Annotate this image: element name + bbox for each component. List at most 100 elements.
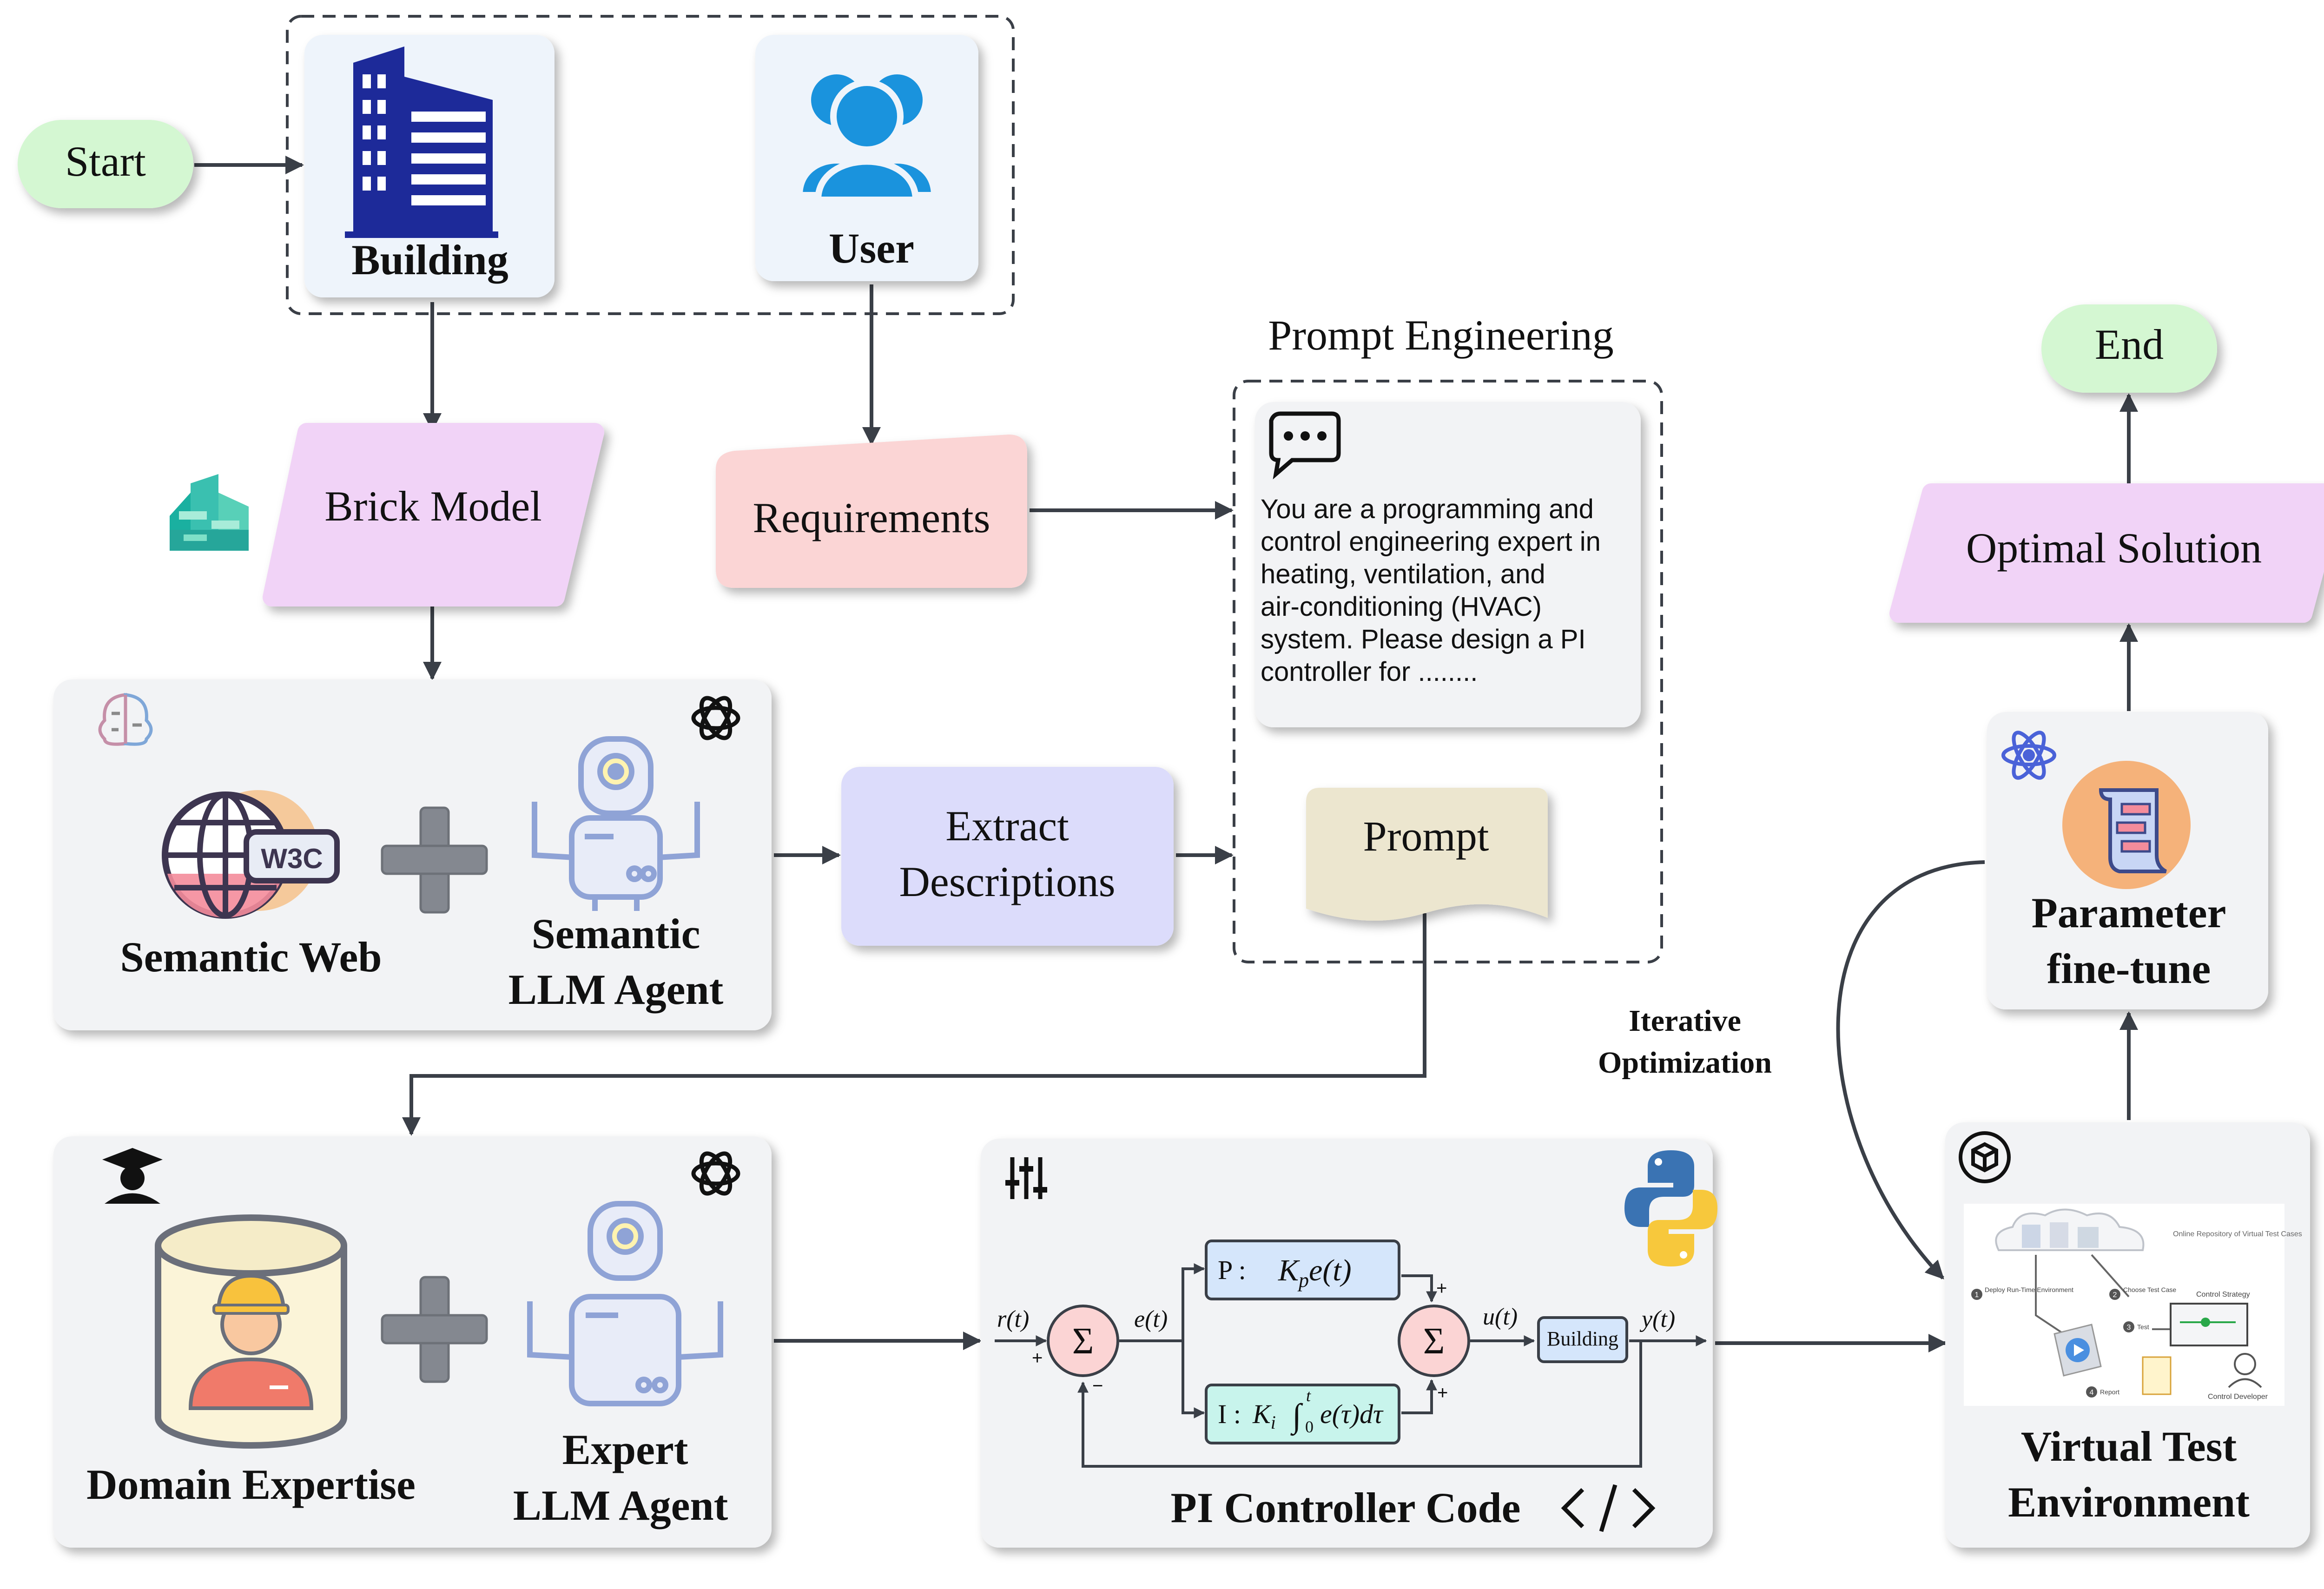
prompt-text-card <box>1255 402 1641 727</box>
u-signal: u(t) <box>1483 1304 1518 1330</box>
prompt-label: Prompt <box>1363 812 1489 860</box>
i-label: I : <box>1218 1399 1241 1429</box>
i-expression: Ki <box>1252 1399 1276 1433</box>
database-expert-icon <box>155 1214 347 1449</box>
e-signal: e(t) <box>1134 1306 1168 1332</box>
end-node <box>2041 304 2217 393</box>
settings-scroll-icon <box>2062 761 2191 889</box>
finetune-label-2: fine-tune <box>2047 945 2211 992</box>
domain-expertise-label: Domain Expertise <box>86 1461 416 1508</box>
requirements-node <box>716 435 1027 588</box>
start-node <box>18 120 193 208</box>
vte-n2: 2 <box>2113 1291 2117 1299</box>
brick-logo <box>170 474 249 551</box>
user-label: User <box>829 224 914 272</box>
prompt-text-body: You are a programming and control engine… <box>1261 494 1601 687</box>
p-label: P : <box>1218 1255 1246 1285</box>
requirements-label: Requirements <box>753 494 990 541</box>
vte-step3: Test <box>2137 1323 2149 1331</box>
iterative-optimization-curve <box>1836 860 1985 1279</box>
vte-label-1: Virtual Test <box>2021 1423 2237 1470</box>
plus-sign-2: + <box>1436 1278 1447 1299</box>
plus-icon <box>381 806 488 914</box>
end-label: End <box>2095 321 2164 368</box>
users-icon <box>796 68 938 203</box>
brain-icon <box>98 693 153 746</box>
vte-step1: Deploy Run-Time Environment <box>1985 1286 2073 1293</box>
atom-icon <box>2001 731 2056 780</box>
minus-sign-1: − <box>1092 1376 1103 1396</box>
prompt-document <box>1306 788 1548 921</box>
prompt-engineering-title: Prompt Engineering <box>1268 311 1614 359</box>
iterative-label-1: Iterative <box>1629 1004 1741 1038</box>
expert-agent-label-2: LLM Agent <box>513 1482 728 1529</box>
p-block: P : Kpe(t) <box>1205 1240 1400 1300</box>
pi-block-diagram <box>995 1263 1707 1468</box>
openai-icon <box>691 696 740 740</box>
extract-label-2: Descriptions <box>899 858 1115 905</box>
plant-block: Building <box>1537 1316 1628 1363</box>
plant-label: Building <box>1547 1327 1618 1350</box>
connectors <box>194 156 2138 1352</box>
i-block: I : Ki ∫ t 0 e(τ)dτ <box>1205 1384 1400 1444</box>
prompt-line: control engineering expert in <box>1261 527 1601 557</box>
extract-label-1: Extract <box>945 802 1069 850</box>
y-signal: y(t) <box>1639 1306 1675 1332</box>
p-expression: Kpe(t) <box>1278 1253 1352 1292</box>
integral-sign: ∫ <box>1290 1397 1303 1436</box>
box-3d-icon <box>1959 1131 2011 1183</box>
sum-symbol-1: Σ <box>1072 1321 1094 1362</box>
r-signal: r(t) <box>997 1306 1029 1332</box>
building-label: Building <box>351 236 508 284</box>
vte-control-strategy: Control Strategy <box>2196 1291 2250 1299</box>
iterative-label-2: Optimization <box>1598 1046 1772 1080</box>
brick-model-label: Brick Model <box>324 482 542 530</box>
vte-thumbnail: Online Repository of Virtual Test Cases … <box>1964 1204 2302 1406</box>
extract-descriptions-node <box>841 767 1174 946</box>
vte-developer: Control Developer <box>2208 1393 2268 1401</box>
signal-labels: r(t) e(t) u(t) y(t) <box>997 1304 1675 1332</box>
w3c-badge: W3C <box>261 843 323 874</box>
brick-model-node <box>263 423 604 607</box>
semantic-web-label: Semantic Web <box>120 933 382 981</box>
vte-n1: 1 <box>1975 1291 1979 1299</box>
i-int-upper: t <box>1306 1386 1311 1405</box>
sum-junction-2: Σ <box>1398 1305 1470 1377</box>
semantic-agent-label-2: LLM Agent <box>508 966 724 1013</box>
optimal-solution-label: Optimal Solution <box>1966 524 2262 572</box>
sliders-icon <box>1005 1157 1047 1199</box>
python-icon <box>1624 1150 1717 1266</box>
building-icon <box>345 46 498 238</box>
prompt-line: You are a programming and <box>1261 494 1594 524</box>
sign-labels: + − + + <box>1032 1278 1448 1403</box>
graduation-cap-icon <box>102 1148 163 1204</box>
i-int-lower: 0 <box>1305 1418 1314 1436</box>
sum-symbol-2: Σ <box>1423 1321 1445 1362</box>
finetune-label-1: Parameter <box>2032 889 2226 936</box>
pi-controller-code-label: PI Controller Code <box>1171 1484 1521 1531</box>
vte-label-2: Environment <box>2008 1478 2250 1526</box>
vte-step4: Report <box>2100 1388 2119 1396</box>
semantic-robot-icon <box>532 736 700 911</box>
vte-n4: 4 <box>2090 1389 2094 1397</box>
vte-repo-text: Online Repository of Virtual Test Cases <box>2173 1230 2302 1238</box>
i-tail: e(τ)dτ <box>1320 1399 1384 1429</box>
plus-icon-2 <box>381 1276 488 1383</box>
sum-junction-1: Σ <box>1047 1305 1119 1377</box>
prompt-to-expert-arrow <box>402 913 1426 1136</box>
plus-sign-1: + <box>1032 1348 1043 1368</box>
vte-n3: 3 <box>2127 1324 2131 1332</box>
vte-step2: Choose Test Case <box>2123 1286 2176 1293</box>
plus-sign-3: + <box>1437 1383 1448 1403</box>
prompt-line: controller for ........ <box>1261 657 1478 687</box>
pi-controller-panel <box>981 1139 1713 1548</box>
prompt-line: air-conditioning (HVAC) <box>1261 592 1542 622</box>
start-label: Start <box>65 138 146 185</box>
semantic-agent-label-1: Semantic <box>532 910 700 957</box>
inputs-group <box>286 15 1015 315</box>
semantic-web-icon: W3C <box>162 790 340 919</box>
openai-icon-2 <box>691 1151 740 1196</box>
optimal-solution-node <box>1889 483 2324 623</box>
code-icon <box>1561 1484 1656 1532</box>
